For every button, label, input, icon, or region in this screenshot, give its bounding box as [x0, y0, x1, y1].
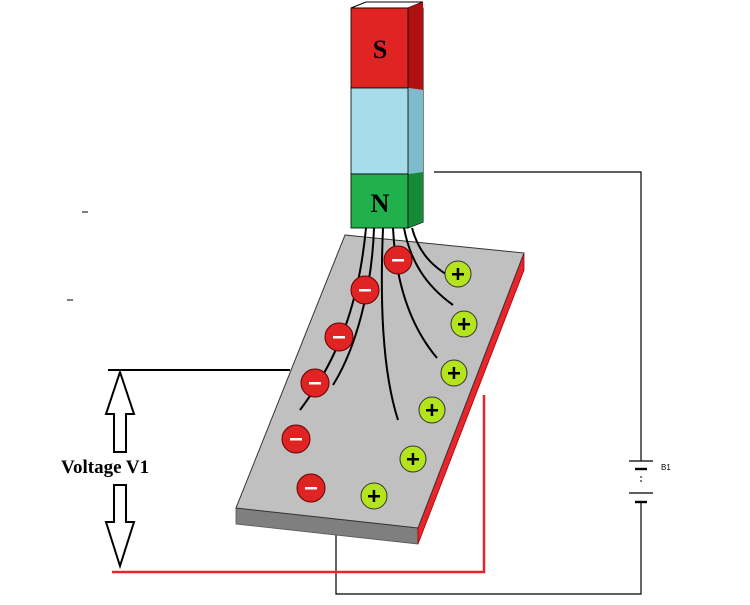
circuit-wire-top	[434, 171, 642, 458]
voltage-label: Voltage V1	[61, 457, 149, 478]
negative-charge	[383, 245, 413, 275]
magnet-middle	[350, 87, 409, 175]
field-line	[403, 227, 454, 306]
positive-charge	[444, 260, 472, 288]
bar-magnet	[350, 1, 424, 229]
negative-charge	[300, 368, 330, 398]
field-line	[392, 227, 438, 359]
voltage-arrow-down	[104, 484, 136, 570]
battery-symbol	[629, 458, 653, 510]
positive-charge	[440, 359, 468, 387]
magnet-north-label: N	[371, 189, 390, 218]
field-line	[332, 227, 375, 386]
negative-charge	[350, 275, 380, 305]
positive-charge	[450, 310, 478, 338]
positive-charge	[399, 445, 427, 473]
positive-charges	[360, 260, 478, 510]
battery-label: B1	[661, 463, 671, 472]
voltage-arrow-up	[104, 368, 136, 453]
magnet-south-label: S	[373, 35, 387, 64]
magnet-south-pole	[350, 7, 409, 89]
negative-charge	[281, 424, 311, 454]
negative-charge	[324, 322, 354, 352]
magnet-north-pole	[350, 173, 409, 229]
positive-charge	[418, 396, 446, 424]
field-line	[380, 227, 399, 421]
plate-top	[235, 234, 525, 529]
voltage-wire-red	[112, 395, 486, 574]
positive-charge	[360, 482, 388, 510]
negative-charges	[281, 245, 413, 503]
negative-charge	[296, 473, 326, 503]
circuit-wire-bottom	[335, 510, 642, 595]
